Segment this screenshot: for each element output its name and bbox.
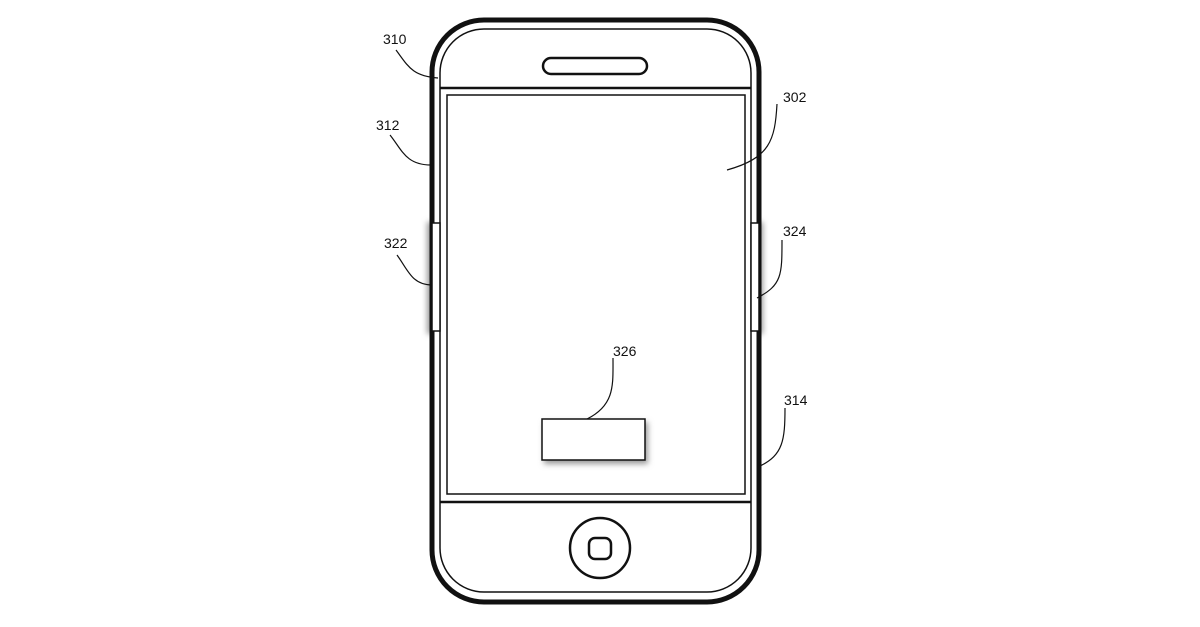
label-310: 310 [383, 31, 407, 47]
leader-line-314 [759, 407, 786, 467]
onscreen-button [541, 418, 646, 461]
leader-line-326 [586, 357, 614, 420]
label-312: 312 [376, 117, 400, 133]
leader-line-302 [726, 103, 778, 171]
label-314: 314 [784, 392, 808, 408]
leader-line-324 [756, 239, 783, 299]
side-button-right [750, 222, 760, 332]
speaker-slot [541, 56, 649, 76]
home-button-square-icon [587, 536, 613, 561]
label-326: 326 [613, 343, 637, 359]
leader-line-322 [396, 254, 433, 286]
leader-line-310 [395, 49, 439, 79]
side-button-left [431, 222, 441, 332]
label-324: 324 [783, 223, 807, 239]
label-322: 322 [384, 235, 408, 251]
leader-line-312 [389, 134, 432, 166]
label-302: 302 [783, 89, 807, 105]
